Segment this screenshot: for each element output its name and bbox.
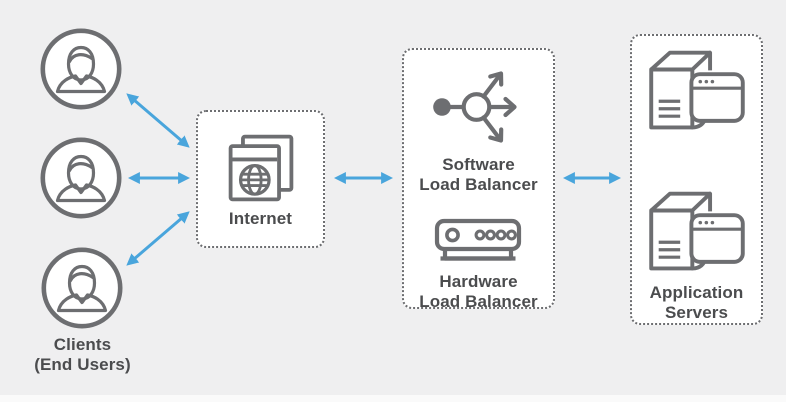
app-servers-label-line2: Servers [664, 302, 729, 322]
clients-label-line1: Clients [53, 335, 112, 354]
client-node-2 [39, 136, 123, 220]
internet-label: Internet [228, 209, 293, 229]
software-lb-label: Software Load Balancer [419, 155, 537, 195]
load-balancer-box: Software Load Balancer Hardware Load Bal… [402, 48, 555, 312]
clients-label-line2: (End Users) [34, 355, 131, 375]
user-icon [39, 136, 123, 220]
app-servers-label: Application Servers [650, 283, 744, 323]
software-lb-label-line2: Load Balancer [419, 175, 538, 195]
software-load-balancer: Software Load Balancer [419, 50, 538, 195]
browser-globe-icon [228, 135, 293, 202]
user-icon [39, 27, 123, 111]
hardware-lb-label: Hardware Load Balancer [419, 272, 537, 312]
hardware-lb-label-line2: Load Balancer [419, 292, 538, 312]
clients-label: Clients (End Users) [4, 335, 161, 375]
client-node-3 [40, 246, 124, 330]
user-icon [40, 246, 124, 330]
hardware-lb-label-line1: Hardware [439, 272, 518, 292]
arrow-client1-internet [126, 93, 190, 148]
client-node-1 [39, 27, 123, 111]
server-browser-icon [648, 191, 745, 271]
app-servers-label-line1: Application [649, 282, 744, 302]
arrow-client3-internet [126, 211, 190, 266]
internet-node: Internet [196, 110, 325, 248]
network-appliance-icon [428, 215, 528, 265]
server-browser-icon [648, 50, 745, 130]
software-lb-label-line1: Software [442, 155, 515, 174]
hardware-load-balancer: Hardware Load Balancer [419, 195, 538, 312]
bottom-strip [0, 395, 786, 402]
distribution-arrows-icon [428, 61, 528, 153]
application-servers-box: Application Servers [630, 34, 763, 325]
